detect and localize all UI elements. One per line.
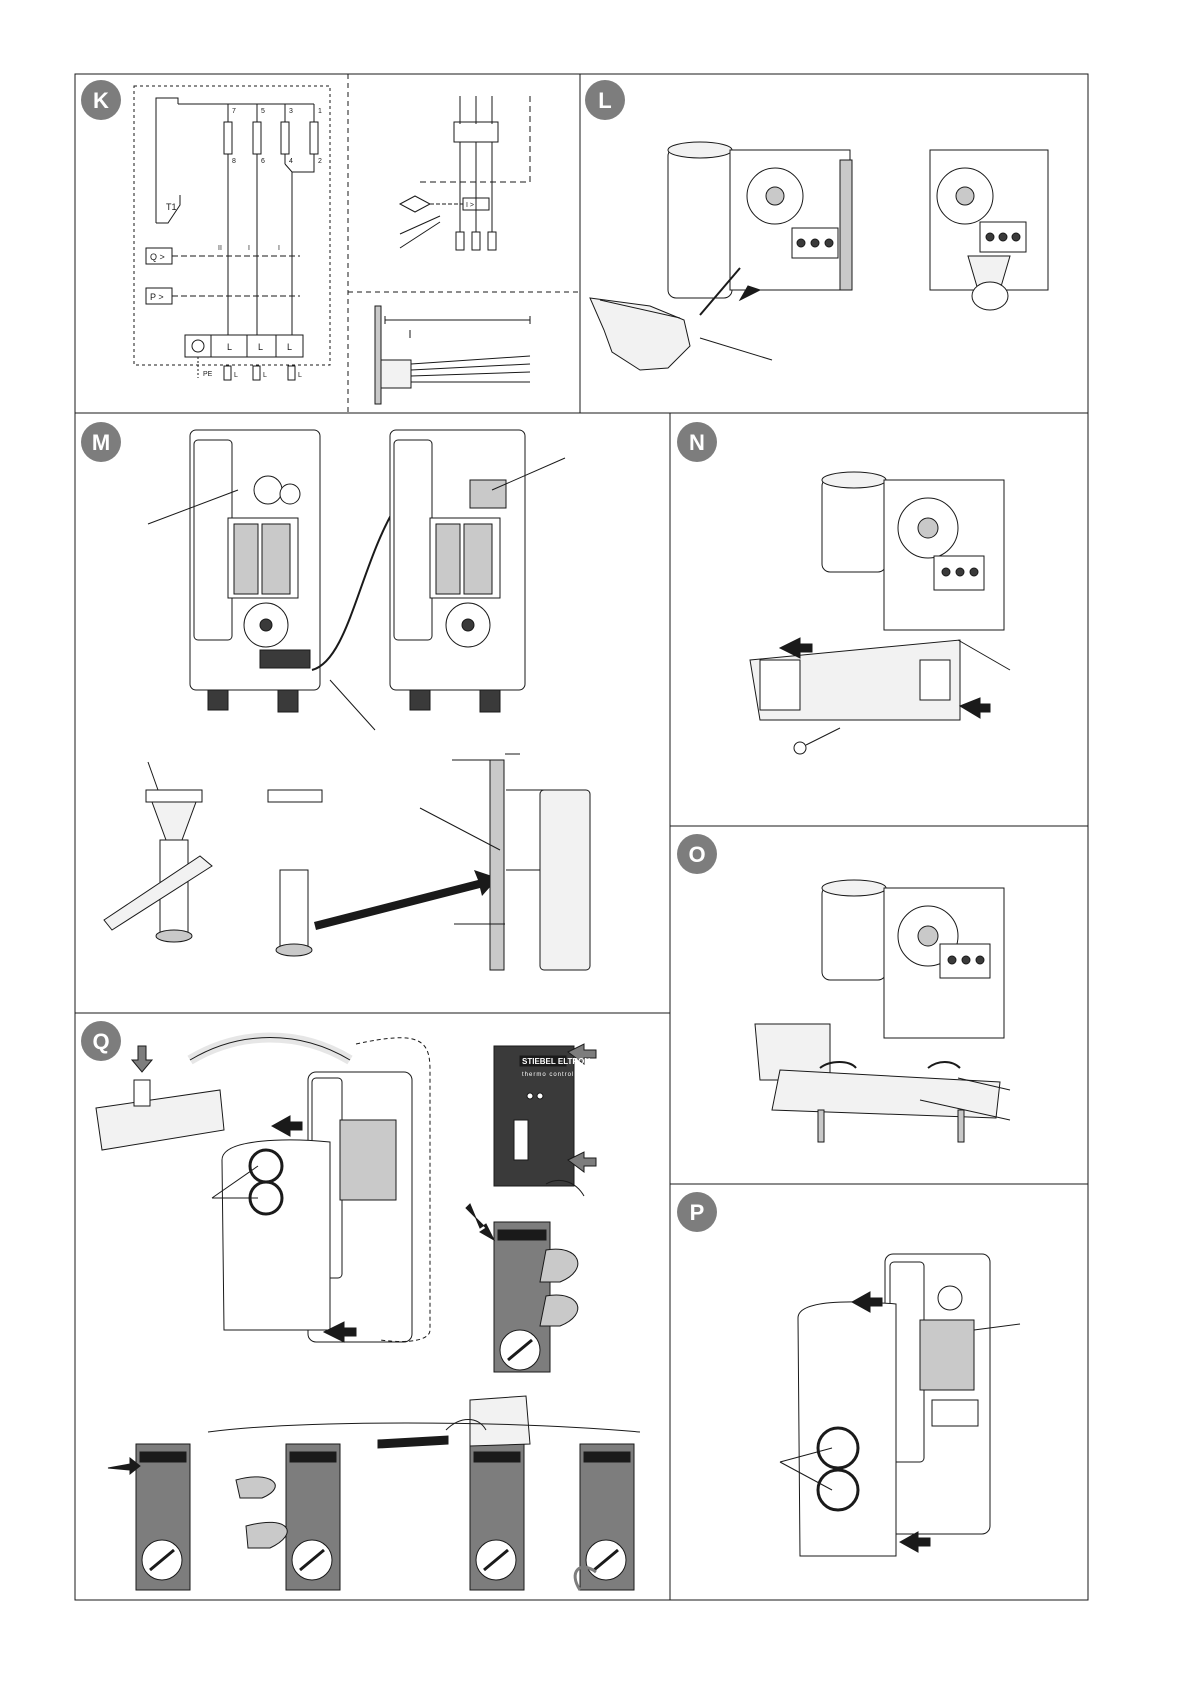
svg-text:L: L	[234, 372, 238, 379]
wiring-diagram	[133, 85, 331, 381]
svg-text:I: I	[248, 245, 250, 252]
control-panel-large	[493, 1043, 597, 1197]
svg-text:K: K	[93, 88, 109, 113]
terminal-label: 4	[289, 158, 293, 165]
appliance-open-left	[147, 429, 401, 731]
control-panel-step-3	[377, 1395, 531, 1591]
svg-text:L: L	[287, 342, 292, 352]
svg-text:L: L	[298, 372, 302, 379]
svg-text:P: P	[690, 1200, 705, 1225]
svg-text:Q: Q	[92, 1029, 109, 1054]
breaker-label: I >	[466, 202, 474, 209]
insert-arrow	[314, 870, 498, 930]
appliance-detail-o	[754, 879, 1011, 1143]
svg-text:II: II	[218, 245, 222, 252]
terminal-label: 1	[318, 108, 322, 115]
panel-badge-q: Q	[81, 1021, 121, 1061]
terminal-label: 6	[261, 158, 265, 165]
terminal-label: 2	[318, 158, 322, 165]
panel-badge-p: P	[677, 1192, 717, 1232]
svg-text:L: L	[227, 342, 232, 352]
appliance-detail-n	[749, 471, 1011, 755]
brand-logo-text: STIEBEL ELTRON	[522, 1057, 590, 1066]
svg-text:O: O	[688, 842, 705, 867]
svg-text:I: I	[278, 245, 280, 252]
svg-text:L: L	[263, 372, 267, 379]
phase-marks: II I I	[218, 245, 280, 252]
panel-badge-n: N	[677, 422, 717, 462]
svg-text:L: L	[598, 88, 611, 113]
svg-text:L: L	[258, 342, 263, 352]
appliance-detail-l-left	[589, 141, 853, 371]
control-panel-hands	[465, 1203, 579, 1373]
flow-switch-label: Q >	[150, 252, 165, 262]
wiring-top-terminal-labels: 7 5 3 1	[232, 108, 322, 115]
appliance-front-q	[211, 1037, 431, 1343]
breaker-diagram	[398, 96, 531, 251]
brand-subtitle: thermo control	[522, 1072, 574, 1078]
panel-grid	[74, 73, 1089, 1601]
thermal-cutout-label: T1	[166, 202, 177, 212]
terminal-label: 7	[232, 108, 236, 115]
wiring-bottom-terminal-labels: 8 6 4 2	[232, 158, 322, 165]
panel-badge-l: L	[585, 80, 625, 120]
control-panel-step-1	[107, 1443, 191, 1591]
cable-gland-detail	[103, 761, 323, 957]
appliance-detail-l-right	[929, 149, 1049, 311]
reference-callout-lines	[207, 1422, 641, 1433]
terminal-label: 8	[232, 158, 236, 165]
earth-label: PE	[203, 371, 213, 378]
cable-strip-diagram	[374, 305, 531, 405]
control-panel-step-2	[235, 1443, 341, 1591]
supply-labels: L L L	[234, 372, 302, 379]
control-panel-step-4	[573, 1443, 635, 1591]
wall-mount-section	[419, 753, 591, 971]
terminal-block-icon	[791, 227, 839, 259]
panel-badge-m: M	[81, 422, 121, 462]
terminal-block-labels: L L L	[227, 342, 292, 352]
pressure-switch-label: P >	[150, 292, 164, 302]
terminal-label: 5	[261, 108, 265, 115]
svg-text:M: M	[92, 430, 110, 455]
svg-text:N: N	[689, 430, 705, 455]
panel-badge-k: K	[81, 80, 121, 120]
rail-mount-detail	[95, 1032, 353, 1151]
appliance-cover-p	[779, 1253, 1021, 1557]
panel-badge-o: O	[677, 834, 717, 874]
appliance-open-right	[389, 429, 566, 713]
terminal-label: 3	[289, 108, 293, 115]
